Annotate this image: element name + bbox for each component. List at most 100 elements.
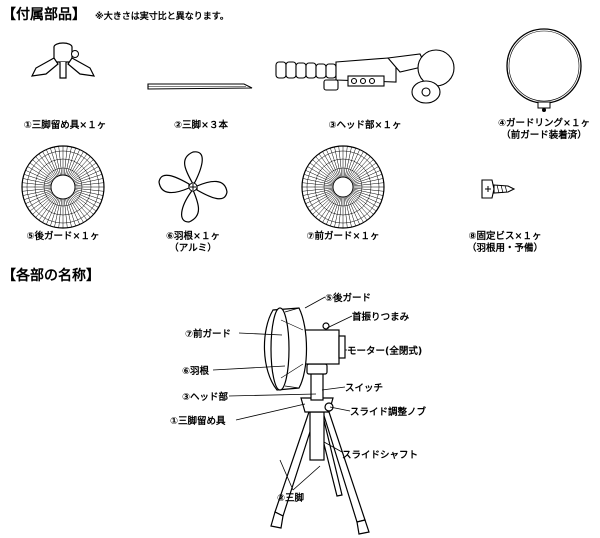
guard-spoke [326, 196, 340, 225]
guard-spoke [23, 190, 52, 200]
guard-spoke [32, 194, 55, 215]
guard-spoke [302, 182, 334, 187]
guard-spoke [343, 146, 348, 178]
guard-spoke [302, 178, 334, 186]
guard-spoke [38, 196, 57, 221]
guard-spoke [58, 146, 62, 176]
guard-spoke [71, 159, 94, 180]
part-caption: ①三脚留め具×１ヶ [23, 120, 107, 131]
fan-blade-icon [158, 151, 228, 223]
guard-spoke [27, 192, 53, 208]
guard-spoke [70, 195, 91, 218]
guard-spoke [346, 196, 360, 225]
guard-spoke [315, 194, 337, 218]
part-caption: ③ヘッド部×１ヶ [328, 120, 402, 131]
guard-spoke [64, 198, 68, 228]
names-section-title: 【各部の名称】 [2, 268, 100, 284]
guard-spoke [68, 151, 84, 177]
guard-spoke [352, 178, 384, 186]
head-unit-icon [275, 49, 455, 104]
guard-spoke [349, 194, 371, 218]
guard-spoke [350, 162, 377, 182]
guard-spoke [352, 174, 383, 185]
guard-spoke [54, 198, 61, 228]
guard-spoke [322, 195, 339, 223]
part-caption: ④ガードリング×１ヶ [497, 118, 590, 129]
guard-spoke [22, 188, 52, 192]
guard-spoke [347, 195, 364, 223]
guard-spoke [25, 170, 53, 183]
label-front-guard: ⑦前ガード [185, 329, 232, 340]
part-subcaption: （アルミ） [169, 243, 217, 254]
part-subcaption: （羽根用・予備） [466, 243, 543, 254]
guard-spoke [345, 147, 356, 178]
part-caption: ⑥羽根×１ヶ [165, 231, 220, 242]
rear-guard-icon [21, 145, 105, 229]
guard-spoke [64, 146, 68, 176]
guard-spoke [352, 182, 384, 187]
guard-spoke [69, 153, 88, 178]
guard-spoke [334, 146, 342, 178]
guard-spoke [66, 198, 76, 227]
guard-spoke [309, 162, 336, 182]
guard-spoke [352, 188, 384, 196]
guard-spoke [74, 190, 103, 200]
front-guard-icon [301, 145, 385, 229]
guard-spoke [22, 178, 52, 185]
guard-spoke [307, 166, 335, 183]
guard-spoke [348, 194, 368, 221]
guard-spoke [345, 196, 356, 227]
guard-spoke [73, 170, 101, 183]
guard-spoke [22, 189, 52, 196]
tripod-clamp-icon [30, 42, 96, 79]
guard-spoke [69, 196, 88, 221]
guard-spoke [42, 197, 58, 223]
part-caption: ②三脚×３本 [173, 120, 228, 131]
guard-spoke [303, 174, 334, 185]
guard-spoke [74, 182, 104, 186]
leg-rod-icon [147, 83, 253, 90]
guard-spoke [322, 151, 339, 179]
label-head: ③ヘッド部 [182, 392, 229, 403]
guard-spoke [305, 190, 334, 204]
guard-spoke [346, 149, 360, 178]
guard-spoke [73, 192, 99, 208]
guard-spoke [71, 194, 94, 215]
guard-spoke [302, 187, 334, 192]
label-rear-guard: ⑤後ガード [325, 293, 372, 304]
parts-section-title: 【付属部品】 [2, 7, 86, 23]
guard-spoke [338, 196, 343, 228]
guard-spoke [54, 146, 61, 176]
guard-spoke [35, 156, 56, 179]
label-switch: スイッチ [345, 383, 384, 394]
guard-spoke [50, 147, 60, 176]
part-caption: ⑤後ガード×１ヶ [26, 231, 100, 242]
label-blade: ⑥羽根 [182, 366, 210, 377]
guard-spoke [318, 194, 338, 221]
part-caption: ⑧固定ビス×１ヶ [468, 231, 542, 242]
guard-spoke [66, 147, 76, 176]
guard-spoke [318, 153, 338, 180]
guard-spoke [72, 193, 97, 212]
guard-spoke [344, 196, 352, 228]
guard-spoke [35, 195, 56, 218]
guard-ring-icon [506, 28, 582, 112]
guard-spoke [347, 151, 364, 179]
label-legs: ②三脚 [277, 493, 305, 504]
assembled-fan-diagram [263, 307, 370, 535]
guard-spoke [74, 188, 104, 192]
guard-spoke [309, 192, 336, 212]
label-slide-shaft: スライドシャフト [342, 450, 419, 461]
guard-spoke [73, 191, 101, 204]
guard-spoke [302, 188, 334, 196]
guard-spoke [352, 189, 383, 200]
guard-spoke [351, 166, 379, 183]
guard-spoke [65, 198, 72, 228]
guard-spoke [29, 193, 54, 212]
screw-icon [481, 179, 516, 199]
guard-spoke [348, 153, 368, 180]
guard-spoke [343, 196, 348, 228]
guard-spoke [330, 147, 341, 178]
part-caption: ⑦前ガード×１ヶ [306, 231, 380, 242]
